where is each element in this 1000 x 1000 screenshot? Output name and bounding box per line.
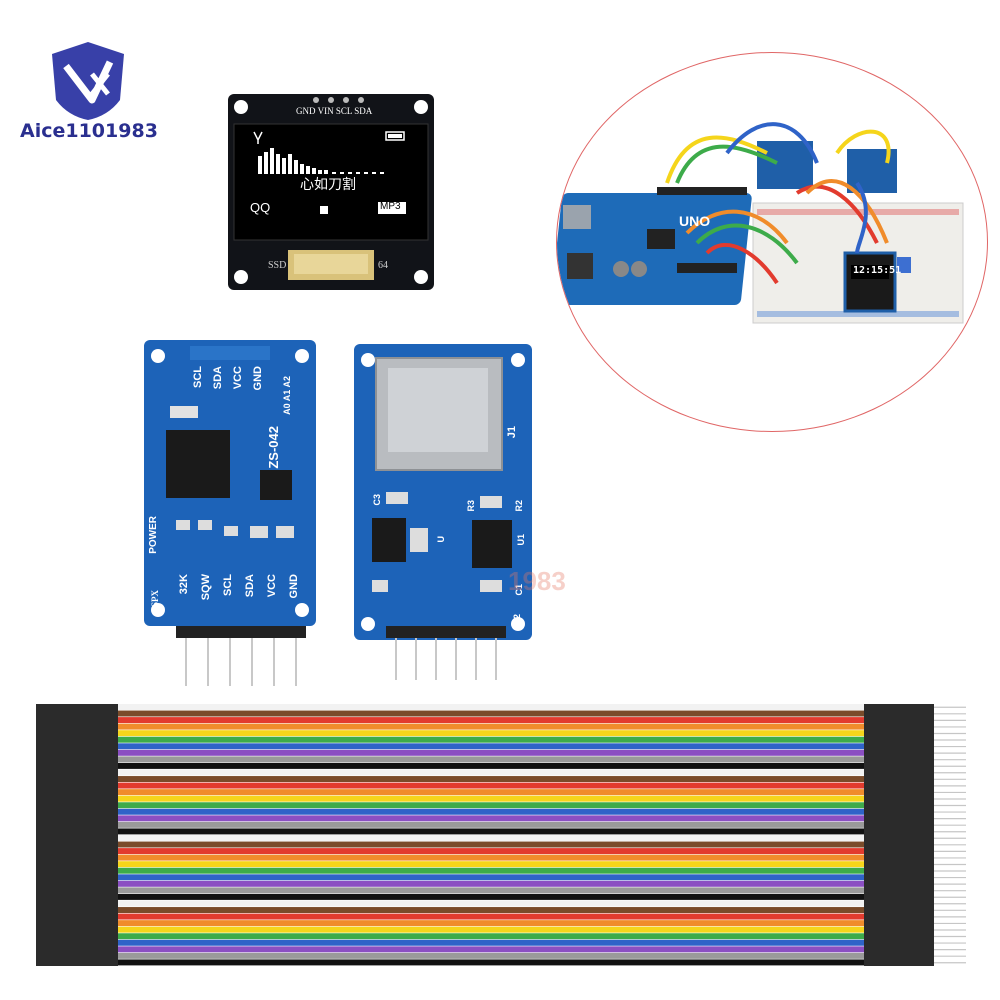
ribbon-wire [118,867,864,874]
ribbon-wire [118,802,864,809]
ribbon-wire [118,736,864,743]
ribbon-wire [118,776,864,782]
oled-64-label: 64 [378,260,388,271]
ribbon-wire [118,704,864,710]
ribbon-wire [118,841,864,848]
ribbon-wire [118,828,864,835]
oled-mp3-label: MP3 [380,201,401,212]
ribbon-wire [118,835,864,841]
oled-board-illustration [228,94,434,290]
sd-j2-label: J2 [512,614,522,625]
ribbon-wires [118,704,864,966]
sd-r3-label: R3 [466,500,476,512]
ribbon-wire [118,926,864,933]
ribbon-wire [118,920,864,927]
ribbon-wire [118,730,864,737]
watermark-text: 1983 [508,566,566,596]
ribbon-wire [118,789,864,796]
ribbon-wire [118,848,864,855]
sd-r2-label: R2 [514,500,524,512]
ribbon-wire [118,952,864,959]
arduino-scene-illustration [557,122,964,324]
left-connector-block [36,704,118,966]
ribbon-wire [118,749,864,756]
rtc-top-pin-vcc: VCC [232,366,244,390]
rtc-address-pins: A0 A1 A2 [282,376,292,415]
ribbon-wire [118,782,864,789]
clock-time-label: 12:15:51 [853,265,902,276]
ribbon-wire [118,861,864,868]
dupont-jumper-cable [36,704,966,966]
rtc-bottom-pin-vcc: VCC [266,574,278,598]
ribbon-wire [118,946,864,953]
ribbon-wire [118,854,864,861]
sd-board-illustration [354,344,532,680]
ribbon-wire [118,710,864,717]
ribbon-wire [118,795,864,802]
ribbon-wire [118,933,864,940]
micro-sd-module: J1 J2 R2 R3 C3 C1 U1 U [352,344,534,684]
sd-u1-label: U1 [516,534,526,546]
rtc-top-pin-scl: SCL [192,366,204,388]
brand-logo-text: Aice1101983 [20,120,158,142]
ribbon-wire [118,907,864,913]
oled-song-title: 心如刀割 [300,177,356,193]
sd-u-label: U [436,536,446,543]
ribbon-wire [118,723,864,730]
arduino-uno-label: UNO [679,213,711,229]
oled-ssd-label: SSD [268,260,287,271]
ribbon-wire [118,959,864,966]
ribbon-wire [118,769,864,776]
right-pins [934,706,966,964]
ribbon-wire [118,939,864,946]
ribbon-wire [118,821,864,828]
ribbon-wire [118,756,864,763]
ribbon-wire [118,887,864,894]
rtc-power-label: POWER [148,516,159,554]
rtc-bottom-pin-gnd: GND [288,574,300,599]
oled-display-module: GND VIN SCL SDA 心如刀割 QQ MP3 SSD 64 [228,94,434,290]
sd-j1-label: J1 [506,426,518,439]
rtc-bottom-pin-32k: 32K [178,574,190,595]
rtc-board-illustration [144,340,316,686]
ribbon-wire [118,880,864,887]
oled-header-pins-label: GND VIN SCL SDA [296,106,373,116]
rtc-spx-label: SPX [150,590,160,608]
ribbon-wire [118,808,864,815]
rtc-model-label: ZS-042 [266,426,281,469]
ribbon-wire [118,874,864,881]
ribbon-wire [118,893,864,900]
ribbon-wire [118,743,864,750]
oled-qq-label: QQ [250,200,271,215]
ribbon-wire [118,762,864,769]
arduino-wiring-scene: UNO 12:15:51 [556,52,988,432]
ribbon-wire [118,900,864,907]
ribbon-wire [118,815,864,822]
sd-c3-label: C3 [372,494,382,506]
ribbon-wire [118,913,864,920]
rtc-top-pin-gnd: GND [252,366,264,391]
rtc-bottom-pin-sqw: SQW [200,574,212,601]
ribbon-wire [118,717,864,724]
rtc-module: SCL SDA VCC GND A0 A1 A2 ZS-042 POWER 32… [140,340,320,690]
rtc-bottom-pin-sda: SDA [244,574,256,598]
brand-logo-icon [52,42,124,120]
right-connector-block [864,704,934,966]
rtc-top-pin-sda: SDA [212,366,224,390]
rtc-bottom-pin-scl: SCL [222,574,234,596]
